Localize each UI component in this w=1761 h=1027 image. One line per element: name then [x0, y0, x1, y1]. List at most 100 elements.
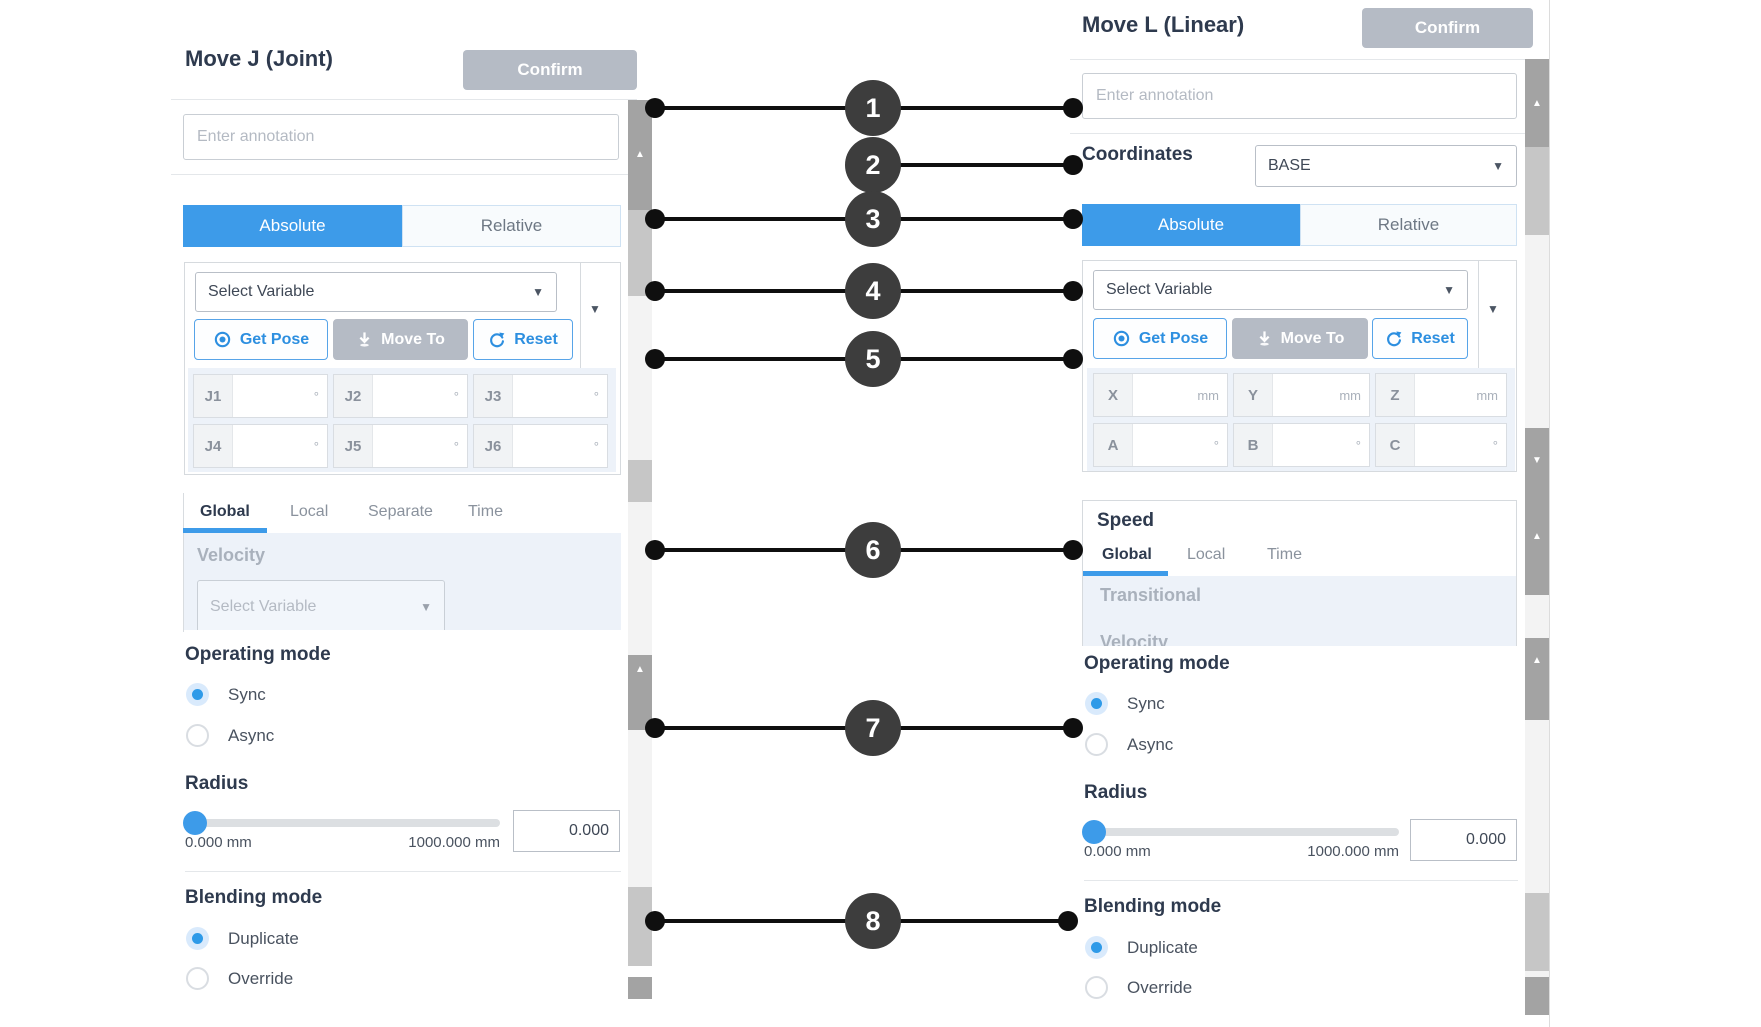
override-radio[interactable] — [186, 967, 209, 990]
scrollbar-thumb[interactable] — [628, 460, 652, 502]
callout-dot — [1063, 98, 1083, 118]
async-radio[interactable] — [186, 724, 209, 747]
tab-global[interactable]: Global — [1102, 546, 1152, 563]
scroll-down-icon[interactable]: ▼ — [1532, 455, 1542, 466]
chevron-down-icon[interactable]: ▼ — [589, 302, 601, 316]
radius-slider-track[interactable] — [1084, 828, 1399, 836]
pose-input-z[interactable]: Z mm — [1375, 373, 1507, 417]
callout-dot — [1063, 718, 1083, 738]
chevron-down-icon[interactable]: ▼ — [1487, 302, 1499, 316]
transitional-label: Transitional — [1100, 585, 1202, 605]
tab-separate[interactable]: Separate — [368, 503, 433, 520]
pose-input-y[interactable]: Y mm — [1233, 373, 1370, 417]
callout-line — [873, 163, 1073, 167]
coordinates-select[interactable]: BASE ▼ — [1255, 145, 1517, 187]
scroll-up-icon[interactable]: ▲ — [1532, 98, 1542, 109]
async-label: Async — [228, 726, 275, 745]
joint-input-j1[interactable]: J1 ° — [193, 374, 328, 418]
joint-input-j6[interactable]: J6 ° — [473, 424, 608, 468]
scroll-up-icon[interactable]: ▲ — [635, 664, 645, 675]
unit-label: ° — [313, 438, 319, 454]
joint-input-j4[interactable]: J4 ° — [193, 424, 328, 468]
tab-time[interactable]: Time — [468, 503, 503, 520]
get-pose-button[interactable]: Get Pose — [1093, 318, 1227, 359]
pose-input-a[interactable]: A ° — [1093, 423, 1228, 467]
sync-radio[interactable] — [186, 683, 209, 706]
async-radio[interactable] — [1085, 733, 1108, 756]
scrollbar-thumb[interactable]: ▲ — [1525, 59, 1549, 147]
radius-value-input[interactable] — [513, 810, 620, 852]
scrollbar-thumb[interactable] — [1525, 893, 1549, 971]
scroll-up-icon[interactable]: ▲ — [1532, 531, 1542, 542]
reset-icon — [1387, 330, 1402, 346]
duplicate-radio[interactable] — [1085, 936, 1108, 959]
velocity-select[interactable]: Select Variable ▼ — [197, 580, 445, 630]
reset-button[interactable]: Reset — [473, 319, 573, 360]
scrollbar-thumb[interactable]: ▲ — [628, 655, 652, 730]
move-to-button[interactable]: Move To — [1232, 318, 1368, 359]
divider — [185, 871, 621, 872]
unit-label: ° — [453, 438, 459, 454]
scrollbar-thumb[interactable]: ▲ — [1525, 638, 1549, 720]
unit-label: mm — [1197, 387, 1219, 403]
tab-local[interactable]: Local — [290, 503, 329, 520]
callout-dot — [645, 911, 665, 931]
get-pose-button[interactable]: Get Pose — [194, 319, 328, 360]
scrollbar-thumb[interactable] — [1525, 977, 1549, 1015]
pose-input-b[interactable]: B ° — [1233, 423, 1370, 467]
radius-slider-track[interactable] — [185, 819, 500, 827]
field-label: J3 — [474, 375, 513, 417]
field-label: J1 — [194, 375, 233, 417]
confirm-button[interactable]: Confirm — [463, 50, 637, 90]
field-label: C — [1376, 424, 1415, 466]
annotation-input[interactable] — [1082, 73, 1517, 119]
pose-input-c[interactable]: C ° — [1375, 423, 1507, 467]
radius-max-label: 1000.000 mm — [1307, 843, 1399, 860]
pose-input-x[interactable]: X mm — [1093, 373, 1228, 417]
scrollbar-thumb[interactable] — [1525, 147, 1549, 235]
tab-local[interactable]: Local — [1187, 546, 1226, 563]
duplicate-radio[interactable] — [186, 927, 209, 950]
move-to-button[interactable]: Move To — [333, 319, 468, 360]
field-label: Y — [1234, 374, 1273, 416]
joint-input-j2[interactable]: J2 ° — [333, 374, 468, 418]
callout-dot — [1063, 155, 1083, 175]
chevron-down-icon: ▼ — [420, 600, 432, 614]
joint-input-j3[interactable]: J3 ° — [473, 374, 608, 418]
callout-dot — [1063, 281, 1083, 301]
velocity-select-value: Select Variable — [210, 598, 317, 615]
annotation-input[interactable] — [183, 114, 619, 160]
tab-relative[interactable]: Relative — [402, 205, 621, 247]
variable-select[interactable]: Select Variable ▼ — [1093, 270, 1468, 310]
tab-time[interactable]: Time — [1267, 546, 1302, 563]
tab-absolute[interactable]: Absolute — [183, 205, 402, 247]
joint-input-j5[interactable]: J5 ° — [333, 424, 468, 468]
override-label: Override — [228, 969, 294, 988]
tab-absolute[interactable]: Absolute — [1082, 204, 1300, 246]
callout-dot — [1058, 911, 1078, 931]
variable-select[interactable]: Select Variable ▼ — [195, 272, 557, 312]
radius-slider-knob[interactable] — [183, 811, 207, 835]
tab-global[interactable]: Global — [200, 503, 250, 520]
confirm-button[interactable]: Confirm — [1362, 8, 1533, 48]
callout-dot — [1063, 349, 1083, 369]
sync-radio[interactable] — [1085, 692, 1108, 715]
scrollbar-thumb[interactable] — [628, 977, 652, 999]
radius-min-label: 0.000 mm — [1084, 843, 1151, 860]
unit-label: ° — [1492, 437, 1498, 453]
scrollbar-thumb[interactable]: ▲ — [628, 100, 652, 210]
scroll-up-icon[interactable]: ▲ — [1532, 655, 1542, 666]
radius-slider-knob[interactable] — [1082, 820, 1106, 844]
page-title: Move J (Joint) — [185, 46, 333, 71]
override-radio[interactable] — [1085, 976, 1108, 999]
callout-dot — [645, 281, 665, 301]
callout-dot — [1063, 209, 1083, 229]
scrollbar-thumb[interactable]: ▼ ▲ — [1525, 428, 1549, 595]
scroll-up-icon[interactable]: ▲ — [635, 149, 645, 160]
radius-value-input[interactable] — [1410, 819, 1517, 861]
reset-button[interactable]: Reset — [1372, 318, 1468, 359]
divider — [1478, 261, 1479, 368]
tab-relative[interactable]: Relative — [1300, 204, 1517, 246]
active-tab-underline — [183, 528, 267, 533]
divider — [171, 174, 637, 175]
